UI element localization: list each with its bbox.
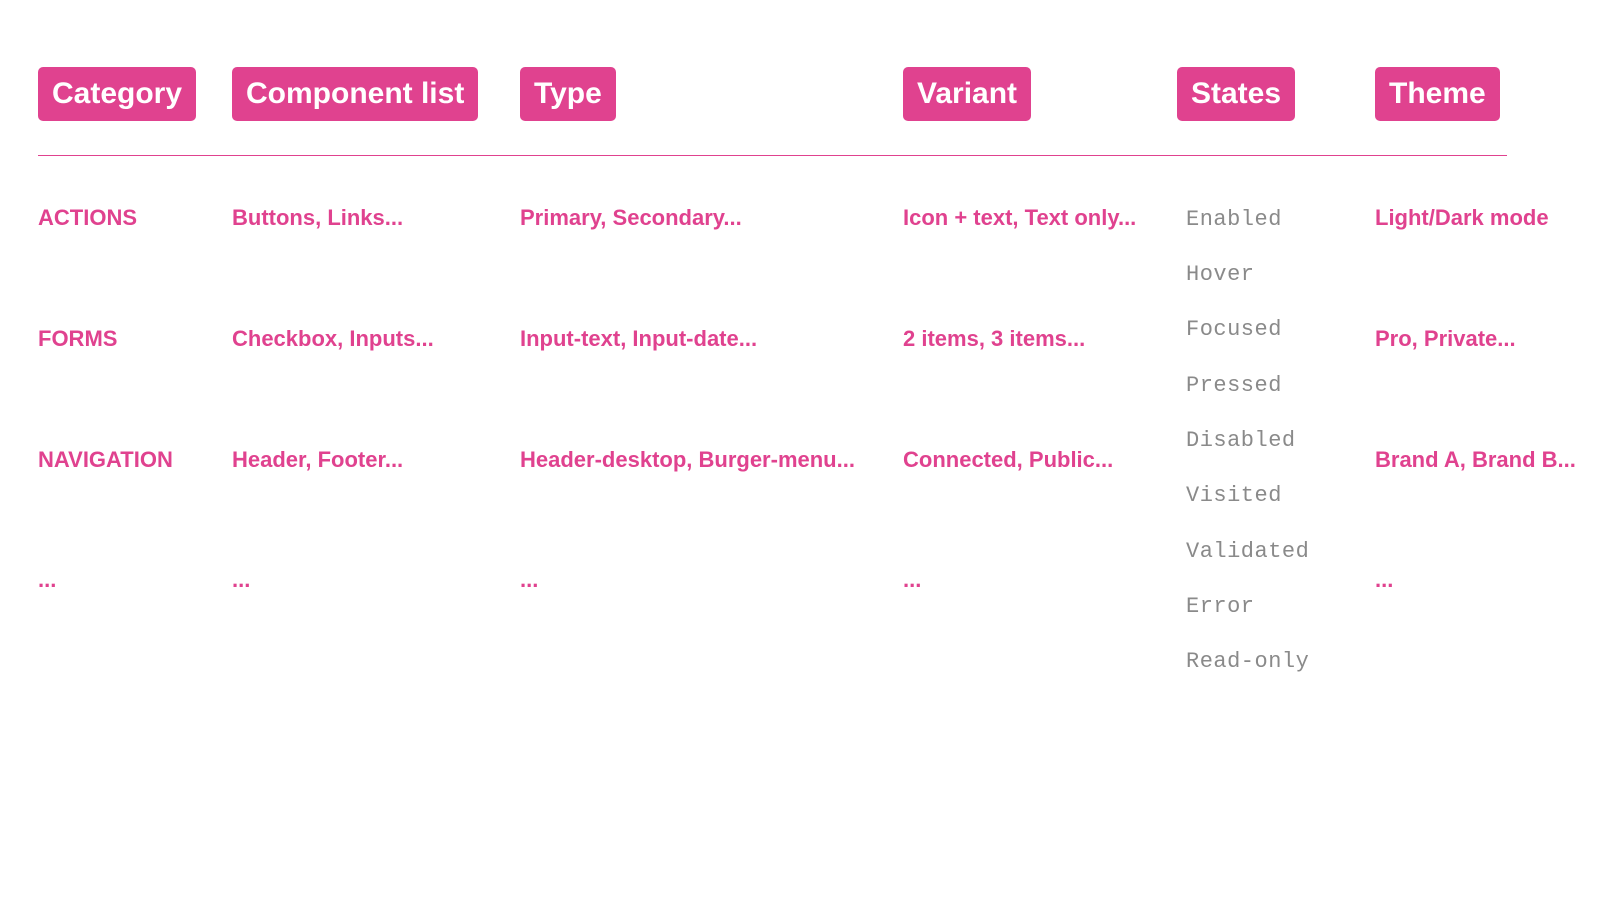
state-item: Enabled bbox=[1186, 207, 1282, 232]
state-item: Validated bbox=[1186, 539, 1310, 564]
row-type: Header-desktop, Burger-menu... bbox=[520, 447, 855, 472]
row-type: Input-text, Input-date... bbox=[520, 326, 758, 351]
header-category: Category bbox=[38, 67, 197, 121]
header-states: States bbox=[1177, 67, 1296, 121]
state-item: Focused bbox=[1186, 317, 1282, 342]
row-component-list: Buttons, Links... bbox=[232, 205, 404, 230]
state-item: Disabled bbox=[1186, 428, 1296, 453]
row-type: ... bbox=[520, 567, 539, 592]
row-type: Primary, Secondary... bbox=[520, 205, 742, 230]
row-component-list: Checkbox, Inputs... bbox=[232, 326, 434, 351]
row-theme: Light/Dark mode bbox=[1375, 205, 1549, 230]
row-category: ... bbox=[38, 567, 57, 592]
state-item: Visited bbox=[1186, 483, 1282, 508]
row-variant: 2 items, 3 items... bbox=[903, 326, 1086, 351]
row-variant: Icon + text, Text only... bbox=[903, 205, 1137, 230]
header-theme: Theme bbox=[1375, 67, 1500, 121]
state-item: Hover bbox=[1186, 262, 1255, 287]
state-item: Read-only bbox=[1186, 649, 1310, 674]
row-variant: ... bbox=[903, 567, 922, 592]
state-item: Pressed bbox=[1186, 373, 1282, 398]
row-theme: Brand A, Brand B... bbox=[1375, 447, 1576, 472]
row-component-list: Header, Footer... bbox=[232, 447, 404, 472]
row-category: ACTIONS bbox=[38, 205, 137, 230]
row-category: FORMS bbox=[38, 326, 118, 351]
header-divider bbox=[38, 155, 1507, 156]
row-variant: Connected, Public... bbox=[903, 447, 1114, 472]
row-category: NAVIGATION bbox=[38, 447, 173, 472]
row-theme: ... bbox=[1375, 567, 1394, 592]
header-variant: Variant bbox=[903, 67, 1032, 121]
row-theme: Pro, Private... bbox=[1375, 326, 1516, 351]
row-component-list: ... bbox=[232, 567, 251, 592]
state-item: Error bbox=[1186, 594, 1255, 619]
header-component-list: Component list bbox=[232, 67, 479, 121]
header-type: Type bbox=[520, 67, 616, 121]
